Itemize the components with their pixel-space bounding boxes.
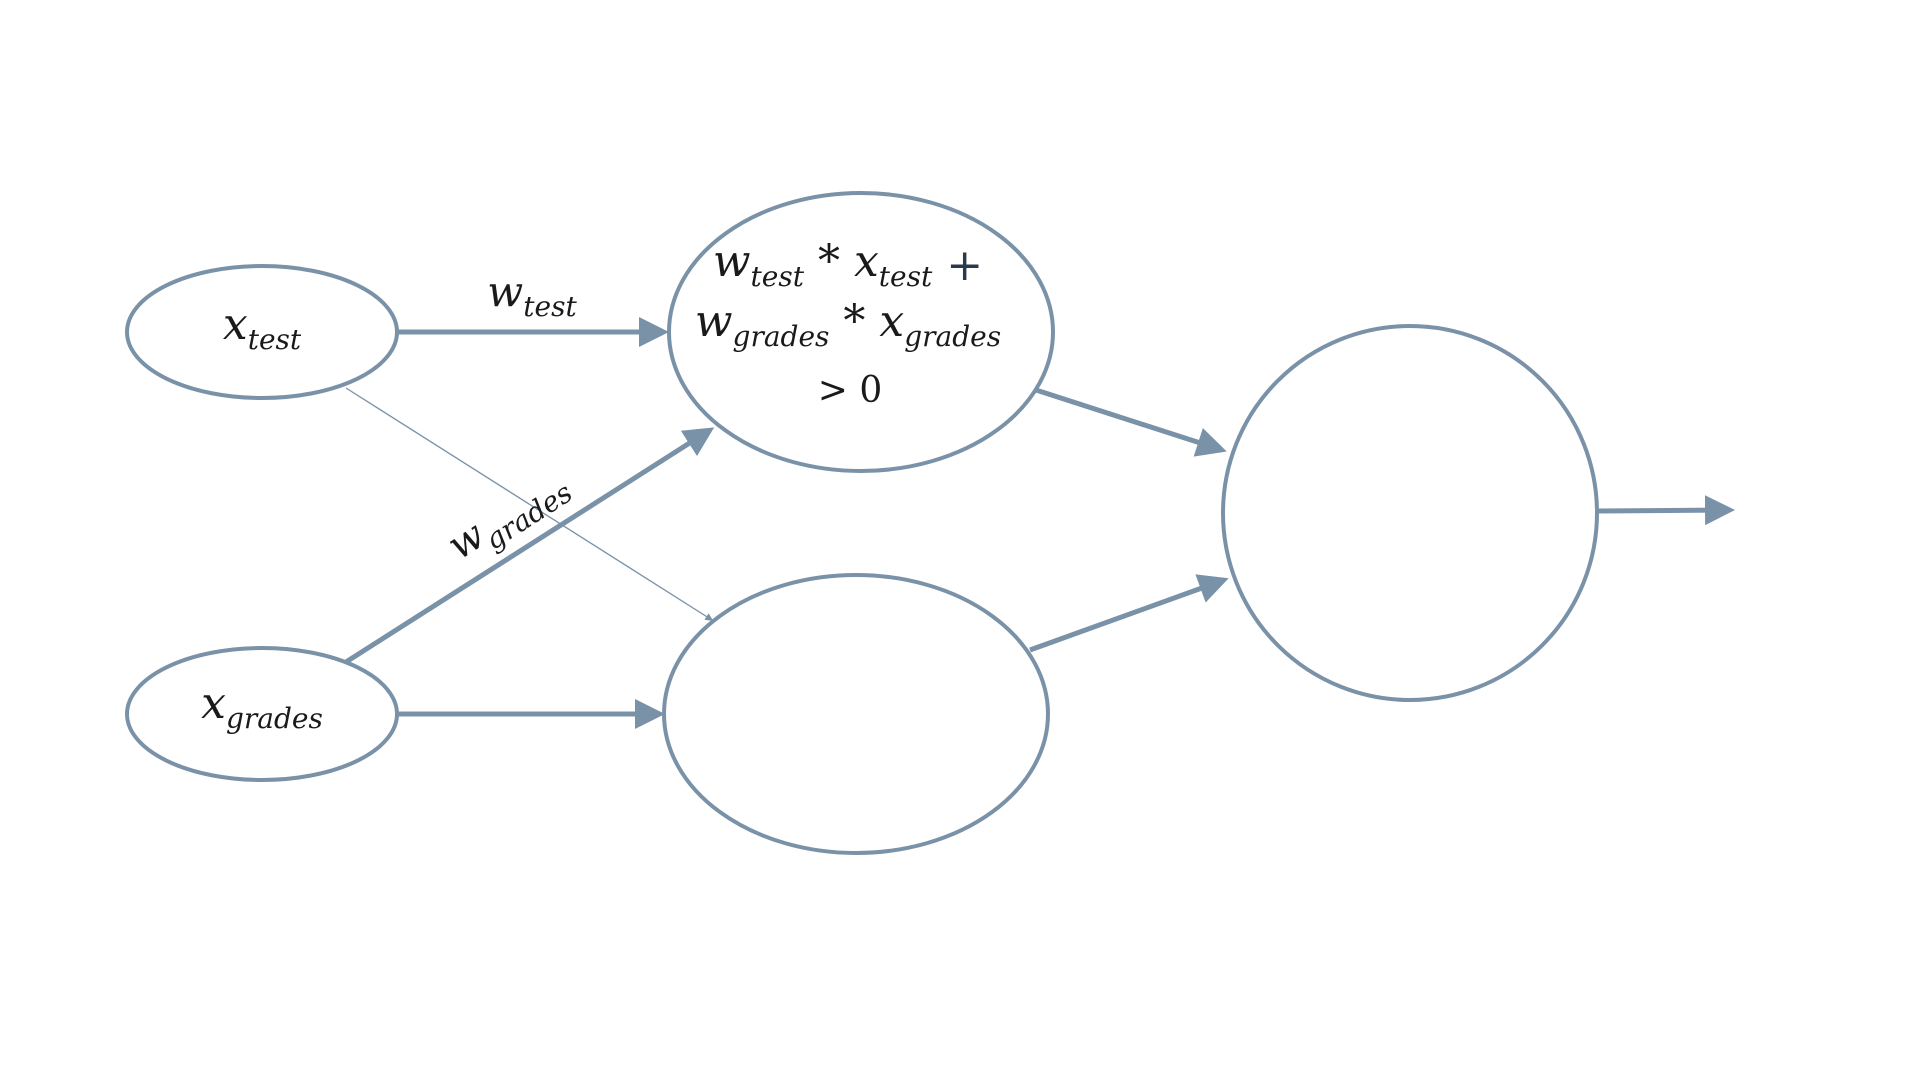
formula-line-1: wtest * xtest+ [713, 236, 983, 293]
edge-xtest-to-bottom [345, 387, 714, 621]
output-node [1221, 324, 1599, 702]
input-node-test [125, 264, 399, 400]
edge-xgrades-to-top [344, 427, 715, 665]
edge-output [1597, 495, 1735, 526]
edge-top-to-output [1035, 387, 1227, 457]
input-grades-label: xgrades [201, 678, 323, 735]
input-test-label: xtest [223, 299, 302, 356]
hidden-node-top [667, 191, 1055, 473]
input-node-grades [125, 646, 399, 782]
weight-test-label: wtest [487, 267, 577, 323]
plus-sign: + [946, 240, 983, 291]
edge-bottom-to-output [1029, 574, 1229, 653]
hidden-node-bottom [662, 573, 1050, 855]
formula-line-3: > 0 [818, 370, 883, 411]
formula-line-2: wgrades * xgrades [695, 296, 1001, 353]
